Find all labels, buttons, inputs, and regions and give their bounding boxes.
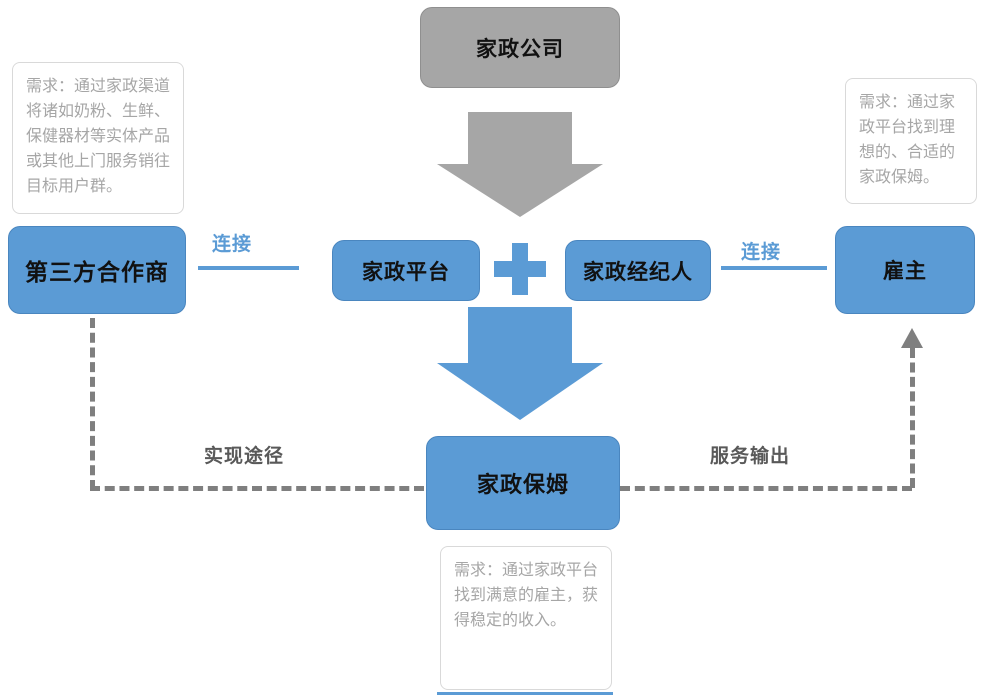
node-employer-label: 雇主	[883, 260, 927, 283]
plus-vertical-bar	[512, 243, 528, 295]
node-platform: 家政平台	[332, 240, 480, 301]
dashed-line-to-nanny	[90, 486, 424, 491]
node-company: 家政公司	[420, 7, 620, 88]
dashed-line-third-party-down	[90, 318, 95, 490]
note-third-party-text: 需求：通过家政渠道将诸如奶粉、生鲜、保健器材等实体产品或其他上门服务销往目标用户…	[26, 78, 171, 195]
block-arrow-company-down-icon	[437, 112, 603, 217]
note-third-party: 需求：通过家政渠道将诸如奶粉、生鲜、保健器材等实体产品或其他上门服务销往目标用户…	[12, 62, 184, 214]
dashed-line-from-nanny	[620, 486, 912, 491]
node-agent: 家政经纪人	[565, 240, 711, 301]
node-agent-label: 家政经纪人	[583, 260, 693, 284]
block-arrow-platform-down-icon	[437, 307, 603, 420]
block-arrow-head	[437, 363, 603, 420]
block-arrow-head	[437, 164, 603, 217]
label-path: 实现途径	[204, 446, 285, 467]
block-arrow-body	[468, 307, 572, 363]
node-third-party-label: 第三方合作商	[25, 259, 169, 285]
bottom-accent-line	[437, 692, 613, 695]
dashed-line-to-employer	[910, 348, 915, 488]
note-employer-text: 需求：通过家政平台找到理想的、合适的家政保姆。	[859, 94, 956, 186]
node-third-party: 第三方合作商	[8, 226, 186, 314]
node-company-label: 家政公司	[476, 37, 564, 61]
label-connect-left: 连接	[212, 234, 253, 255]
note-nanny-text: 需求：通过家政平台找到满意的雇主，获得稳定的收入。	[454, 562, 599, 629]
note-nanny: 需求：通过家政平台找到满意的雇主，获得稳定的收入。	[440, 546, 612, 690]
label-output: 服务输出	[710, 446, 791, 467]
plus-icon	[494, 243, 546, 295]
node-employer: 雇主	[835, 226, 975, 314]
node-nanny: 家政保姆	[426, 436, 620, 530]
block-arrow-body	[468, 112, 572, 164]
note-employer: 需求：通过家政平台找到理想的、合适的家政保姆。	[845, 78, 977, 204]
label-connect-right: 连接	[741, 242, 782, 263]
node-platform-label: 家政平台	[362, 260, 450, 284]
node-nanny-label: 家政保姆	[476, 472, 569, 497]
connector-line-right	[721, 266, 827, 270]
connector-line-left	[198, 266, 299, 270]
dashed-arrowhead-up-icon	[901, 328, 923, 348]
